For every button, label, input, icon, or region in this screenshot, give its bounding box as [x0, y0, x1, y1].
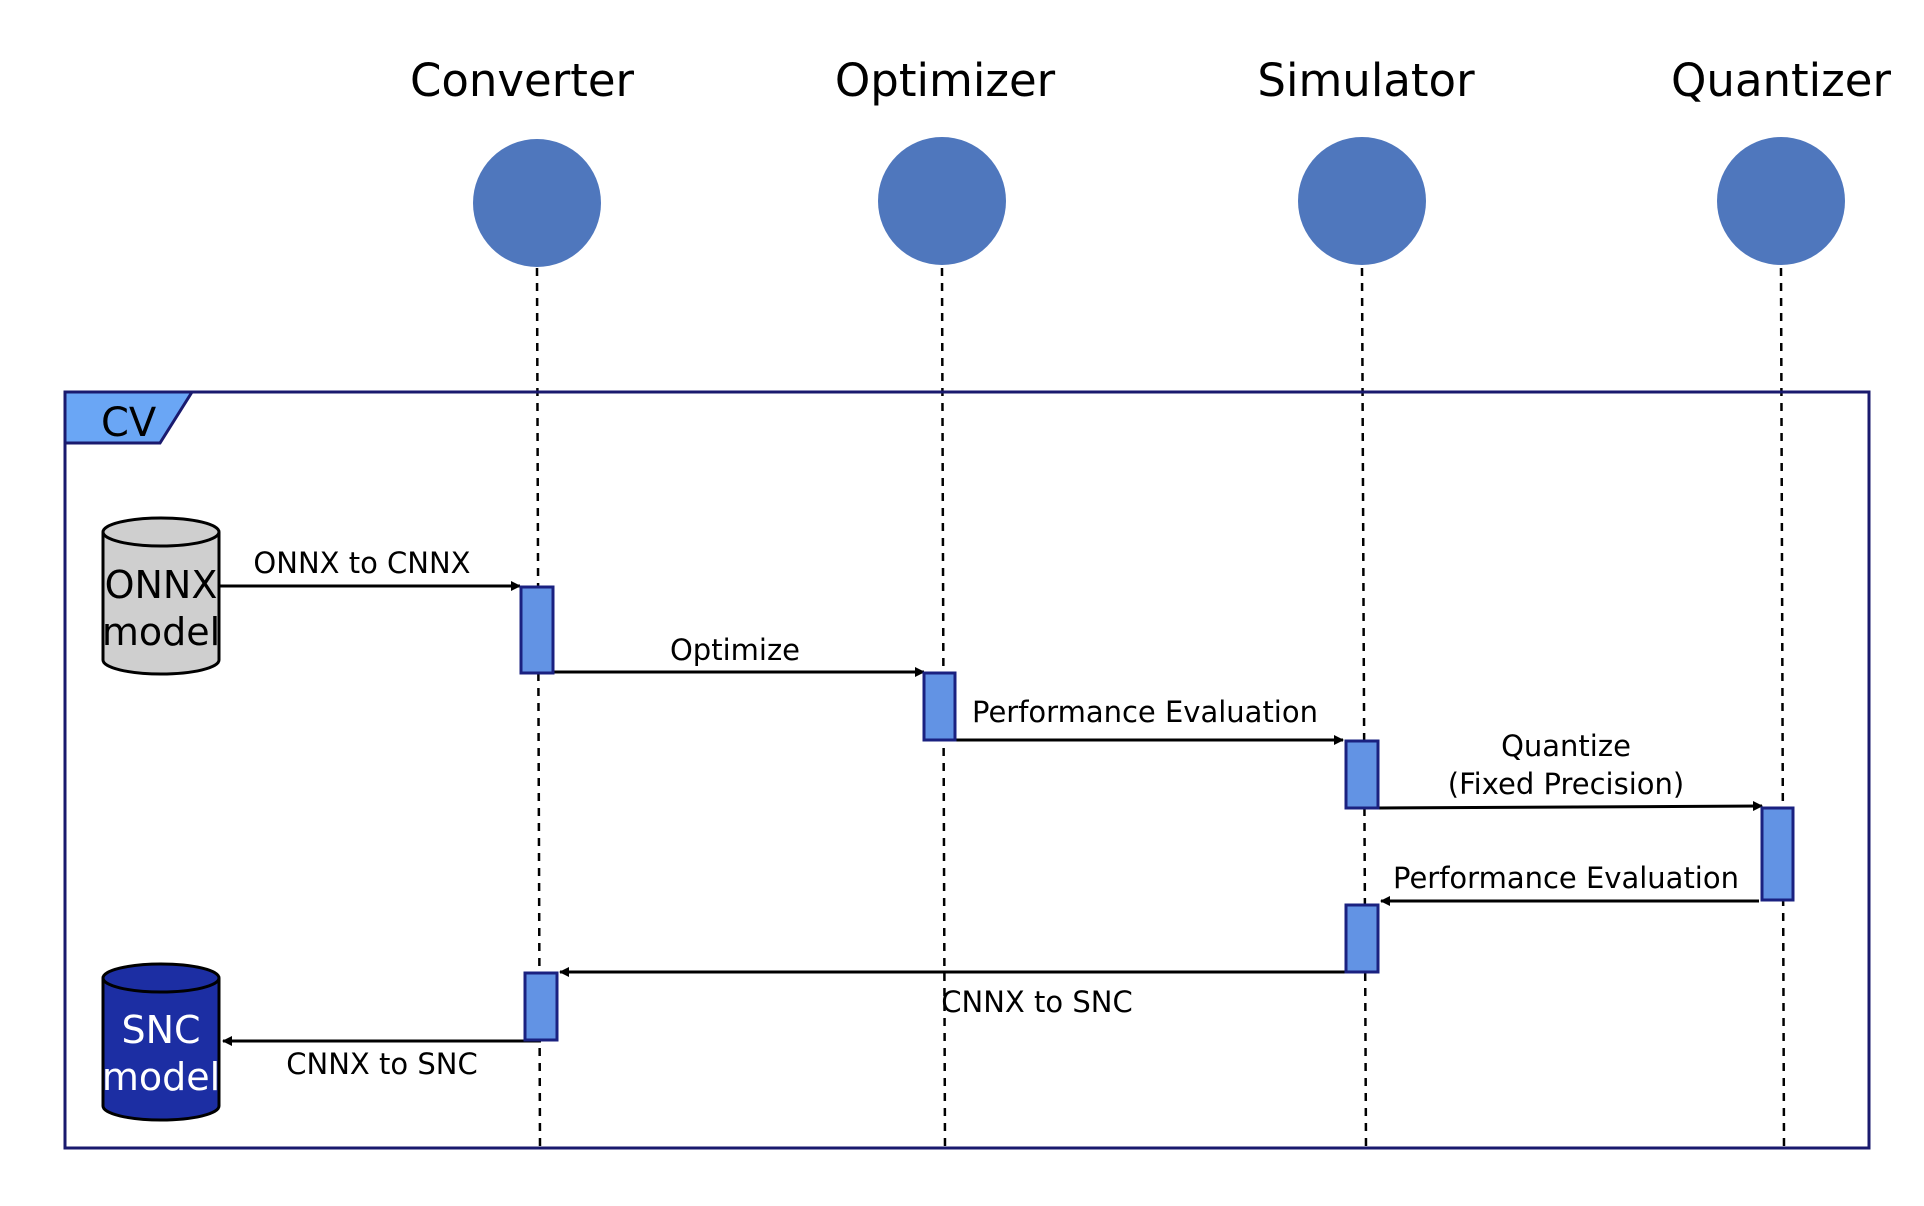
participant-node-optimizer	[878, 137, 1006, 265]
activation-converter-1	[519, 585, 555, 675]
onnx-model-label-line1: ONNX	[105, 563, 218, 607]
activation-optimizer-1	[922, 671, 957, 742]
participant-label-converter: Converter	[410, 54, 635, 107]
participant-label-quantizer: Quantizer	[1671, 54, 1891, 107]
message-label-cnnx-to-snc-1: CNNX to SNC	[941, 985, 1132, 1019]
message-label-fixed-precision: (Fixed Precision)	[1448, 767, 1684, 801]
participant-node-simulator	[1298, 137, 1426, 265]
message-arrow-quantize	[1377, 801, 1763, 812]
fragment-frame	[63, 390, 1871, 1150]
participant-node-converter	[473, 139, 601, 267]
snc-model-label-line2: model	[102, 1055, 220, 1099]
activation-simulator-2	[1344, 903, 1380, 974]
message-label-performance-evaluation-2: Performance Evaluation	[1393, 861, 1739, 895]
snc-model-database: SNC model	[101, 962, 221, 1122]
participant-label-optimizer: Optimizer	[835, 54, 1056, 107]
activation-simulator-1	[1344, 739, 1380, 810]
lifeline-simulator	[1360, 267, 1368, 1151]
lifeline-quantizer	[1779, 267, 1786, 1151]
onnx-model-database: ONNX model	[101, 516, 221, 676]
message-label-optimize: Optimize	[670, 633, 800, 667]
message-label-performance-evaluation-1: Performance Evaluation	[972, 695, 1318, 729]
message-label-quantize: Quantize	[1501, 729, 1631, 763]
participant-node-quantizer	[1717, 137, 1845, 265]
fragment-tab	[63, 390, 195, 445]
activation-quantizer-1	[1760, 806, 1795, 902]
message-label-cnnx-to-snc-2: CNNX to SNC	[286, 1047, 477, 1081]
activation-converter-2	[523, 971, 559, 1042]
snc-model-label-line1: SNC	[121, 1008, 200, 1052]
onnx-model-label-line2: model	[102, 610, 220, 654]
participant-label-simulator: Simulator	[1257, 54, 1475, 107]
message-label-onnx-to-cnnx: ONNX to CNNX	[253, 546, 470, 580]
fragment-label: CV	[101, 400, 157, 446]
